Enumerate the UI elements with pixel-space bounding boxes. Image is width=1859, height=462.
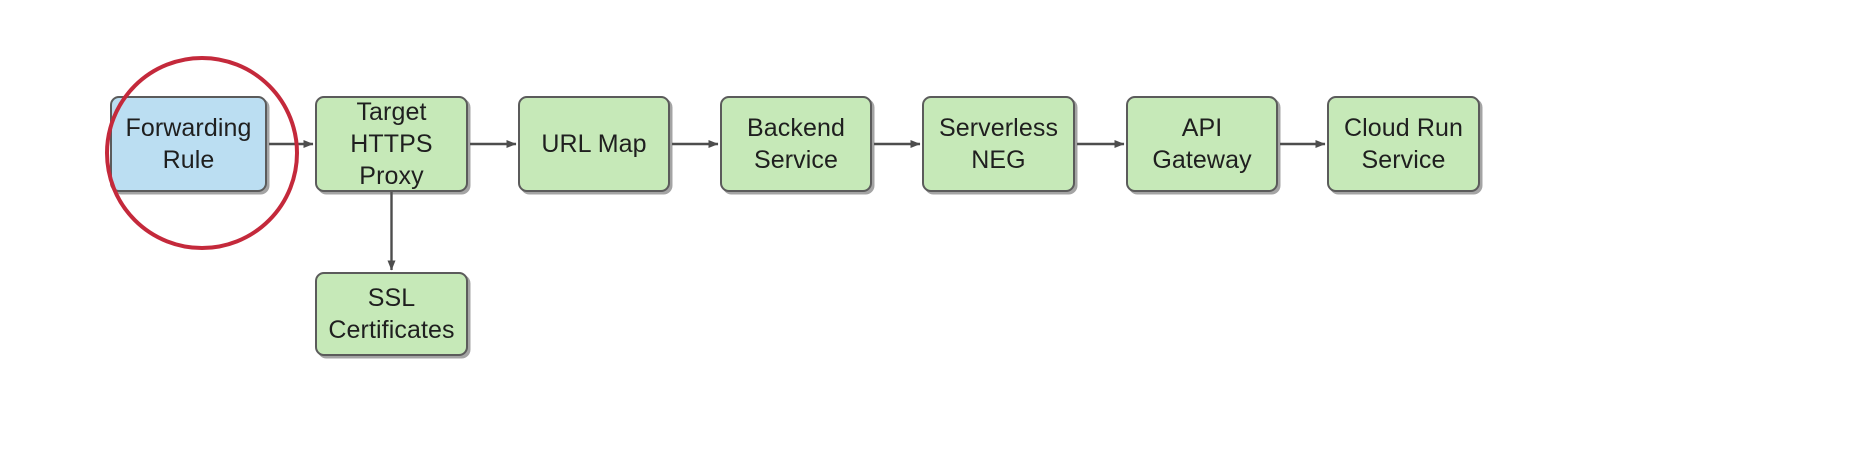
node-api-gateway[interactable]: API Gateway <box>1126 96 1278 192</box>
node-label-ssl-certificates: SSL Certificates <box>328 284 455 344</box>
node-backend-service[interactable]: Backend Service <box>720 96 872 192</box>
node-cloud-run-service[interactable]: Cloud Run Service <box>1327 96 1480 192</box>
node-label-url-map: URL Map <box>541 130 647 158</box>
node-serverless-neg[interactable]: Serverless NEG <box>922 96 1075 192</box>
node-label-cloud-run-service: Cloud Run Service <box>1343 114 1464 174</box>
node-ssl-certificates[interactable]: SSL Certificates <box>315 272 468 356</box>
node-label-backend-service: Backend Service <box>747 114 845 174</box>
highlight-circle-forwarding-rule <box>105 56 299 250</box>
node-label-serverless-neg: Serverless NEG <box>938 114 1059 174</box>
node-label-api-gateway: API Gateway <box>1152 114 1252 174</box>
node-url-map[interactable]: URL Map <box>518 96 670 192</box>
node-target-https-proxy[interactable]: Target HTTPS Proxy <box>315 96 468 192</box>
node-label-target-https-proxy: Target HTTPS Proxy <box>350 98 433 190</box>
